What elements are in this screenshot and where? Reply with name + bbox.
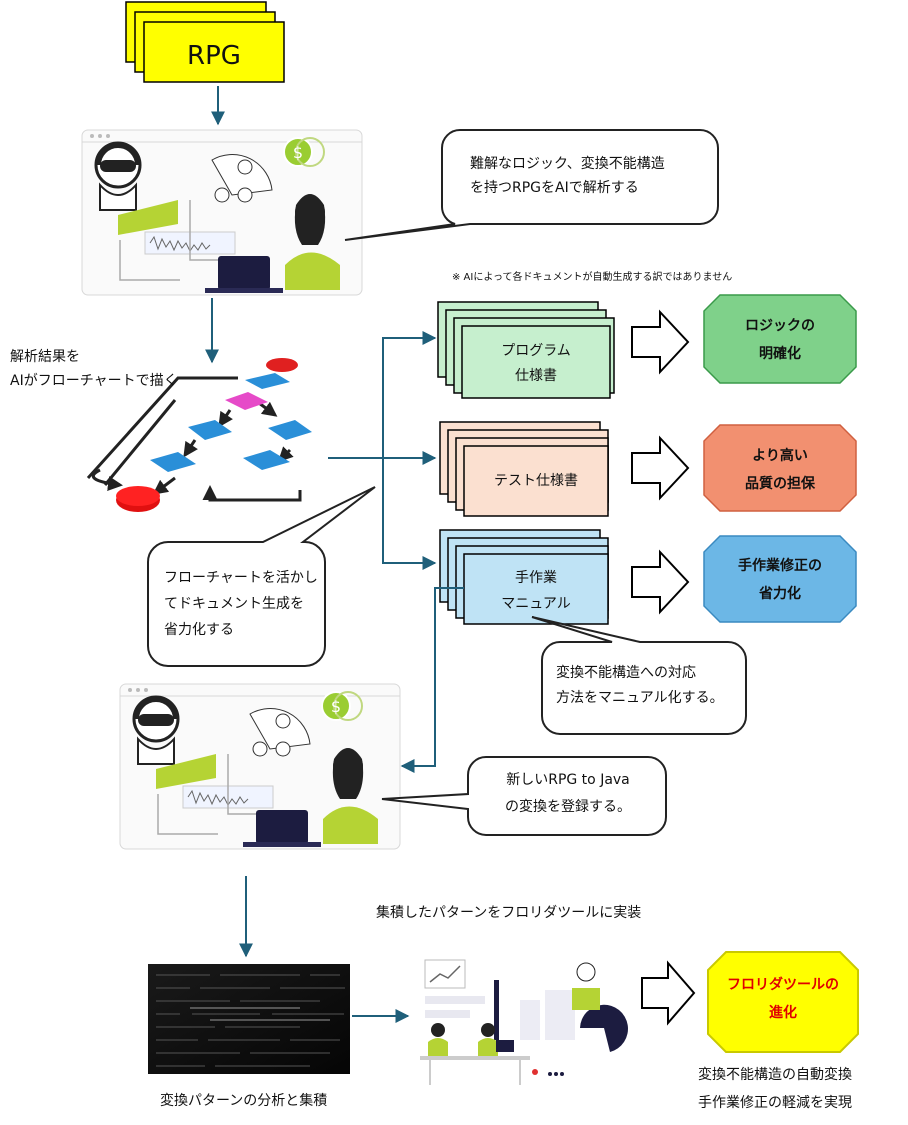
arrow-manual-to-register [400,587,464,773]
implement-label: 集積したパターンをフロリダツールに実装 [376,905,642,921]
outline-arrows [631,309,696,1026]
distribution-arrows [328,331,437,570]
svg-text:$: $ [331,697,341,716]
callout-analyze-line-2: を持つRPGをAIで解析する [470,180,639,196]
callout-analyze-line-1: 難解なロジック、変換不能構造 [470,156,665,172]
rpg-label: RPG [187,41,241,71]
outcome-quality [703,424,857,512]
flowchart-illustration [86,358,312,512]
final-result-line-2: 手作業修正の軽減を実現 [698,1095,852,1111]
florida-tool-octagon [707,951,859,1053]
callout-flowchart-line-3: 省力化する [164,622,234,638]
outcome-quality-line-2: 品質の担保 [745,476,815,492]
callout-manual-line-2: 方法をマニュアル化する。 [556,690,724,706]
callout-register-line-1: 新しいRPG to Java [506,772,630,788]
doc-program-spec-line-2: 仕様書 [515,368,557,384]
ai-analyst-illustration: $ [81,129,363,296]
callout-manual-line-1: 変換不能構造への対応 [556,665,696,681]
florida-line-2: 進化 [769,1005,797,1021]
outcome-labor-line-2: 省力化 [759,586,801,602]
doc-manual-line-1: 手作業 [515,570,557,586]
outcome-logic-line-1: ロジックの [745,318,815,334]
flowchart-caption-line-1: 解析結果を [10,349,80,365]
flowchart-caption-line-2: AIがフローチャートで描く [10,373,178,389]
doc-program-spec-line-1: プログラム [501,343,571,359]
doc-stack-program-spec [437,301,615,399]
rpg-stack [125,1,285,83]
callout-manual [531,616,747,735]
code-matrix-image [148,964,350,1074]
callout-register [381,756,667,836]
callout-register-line-2: の変換を登録する。 [505,799,631,815]
outcome-labor-saving [703,535,857,623]
outcome-labor-line-1: 手作業修正の [738,558,822,574]
pattern-caption: 変換パターンの分析と集積 [160,1093,328,1109]
callout-flowchart-docs [147,486,376,667]
svg-text:$: $ [293,143,303,162]
team-analytics-illustration [420,959,628,1085]
final-result-line-1: 変換不能構造の自動変換 [698,1067,852,1083]
callout-analyze [344,129,719,241]
doc-test-spec-label: テスト仕様書 [494,473,578,489]
doc-manual-line-2: マニュアル [501,596,571,612]
disclaimer-note: ※ AIによって各ドキュメントが自動生成する訳ではありません [452,272,733,283]
ai-analyst-illustration-2: $ [119,683,401,850]
outcome-quality-line-1: より高い [752,448,808,464]
callout-flowchart-line-2: てドキュメント生成を [164,596,304,612]
callout-flowchart-line-1: フローチャートを活かし [164,570,318,586]
florida-line-1: フロリダツールの [727,977,839,993]
doc-stack-test-spec [439,421,609,517]
outcome-logic-line-2: 明確化 [759,346,801,362]
doc-stack-manual [439,529,609,625]
outcome-logic-clarity [703,294,857,384]
